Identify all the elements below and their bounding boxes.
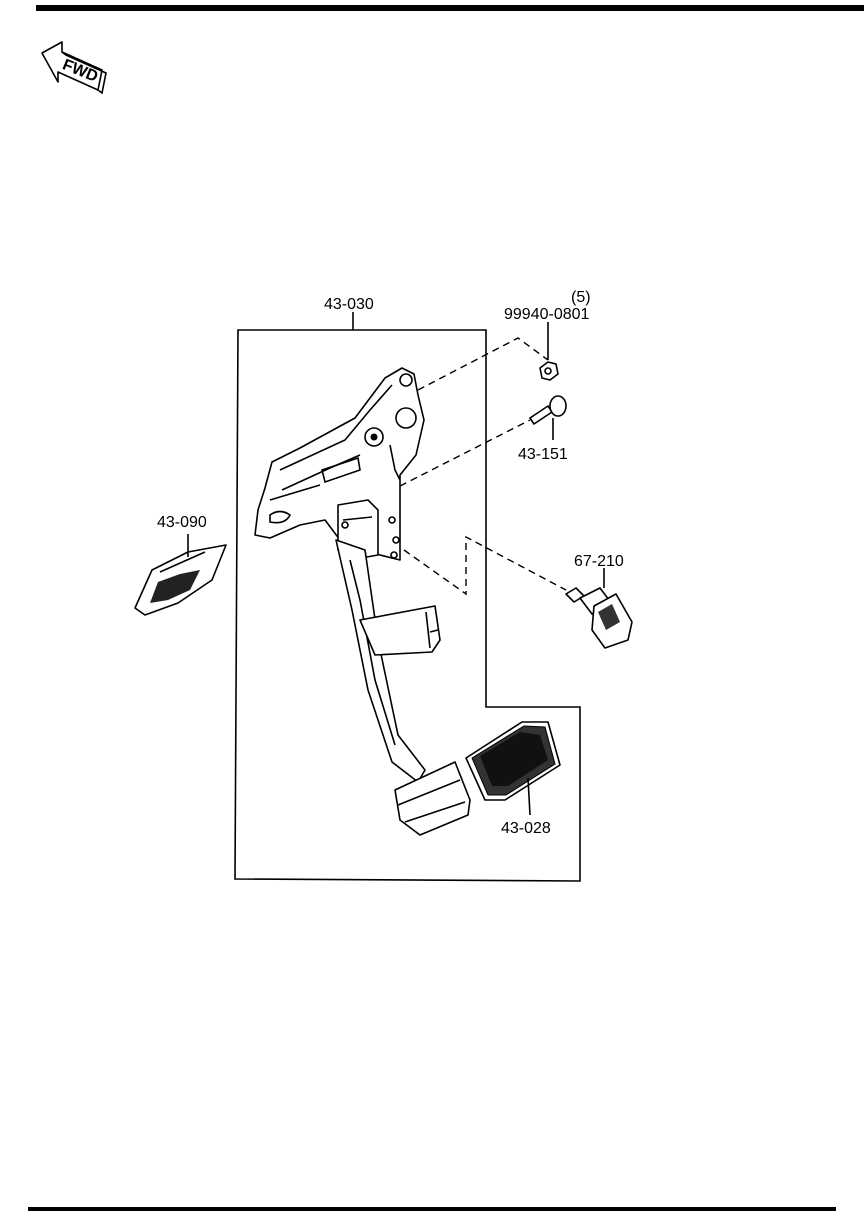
bottom-rule xyxy=(28,1207,836,1211)
bolt-icon xyxy=(529,395,567,440)
callout-99940-0801: 99940-0801 xyxy=(504,306,590,323)
callout-43-030: 43-030 xyxy=(324,296,374,313)
pedal-pad-icon xyxy=(465,721,561,816)
callout-67-210: 67-210 xyxy=(574,553,624,570)
side-bracket-icon xyxy=(134,534,227,616)
callout-qty: (5) xyxy=(571,289,591,306)
callout-43-151: 43-151 xyxy=(518,446,568,463)
top-rule xyxy=(36,5,864,11)
fwd-arrow-icon: FWD xyxy=(41,41,107,95)
pedal-arm-icon xyxy=(335,539,471,836)
callout-43-028: 43-028 xyxy=(501,820,551,837)
callout-43-090: 43-090 xyxy=(157,514,207,531)
pedal-bracket-icon xyxy=(254,367,425,561)
assembly-frame xyxy=(234,329,581,882)
brake-switch-icon xyxy=(565,568,633,649)
nut-icon xyxy=(539,322,559,381)
